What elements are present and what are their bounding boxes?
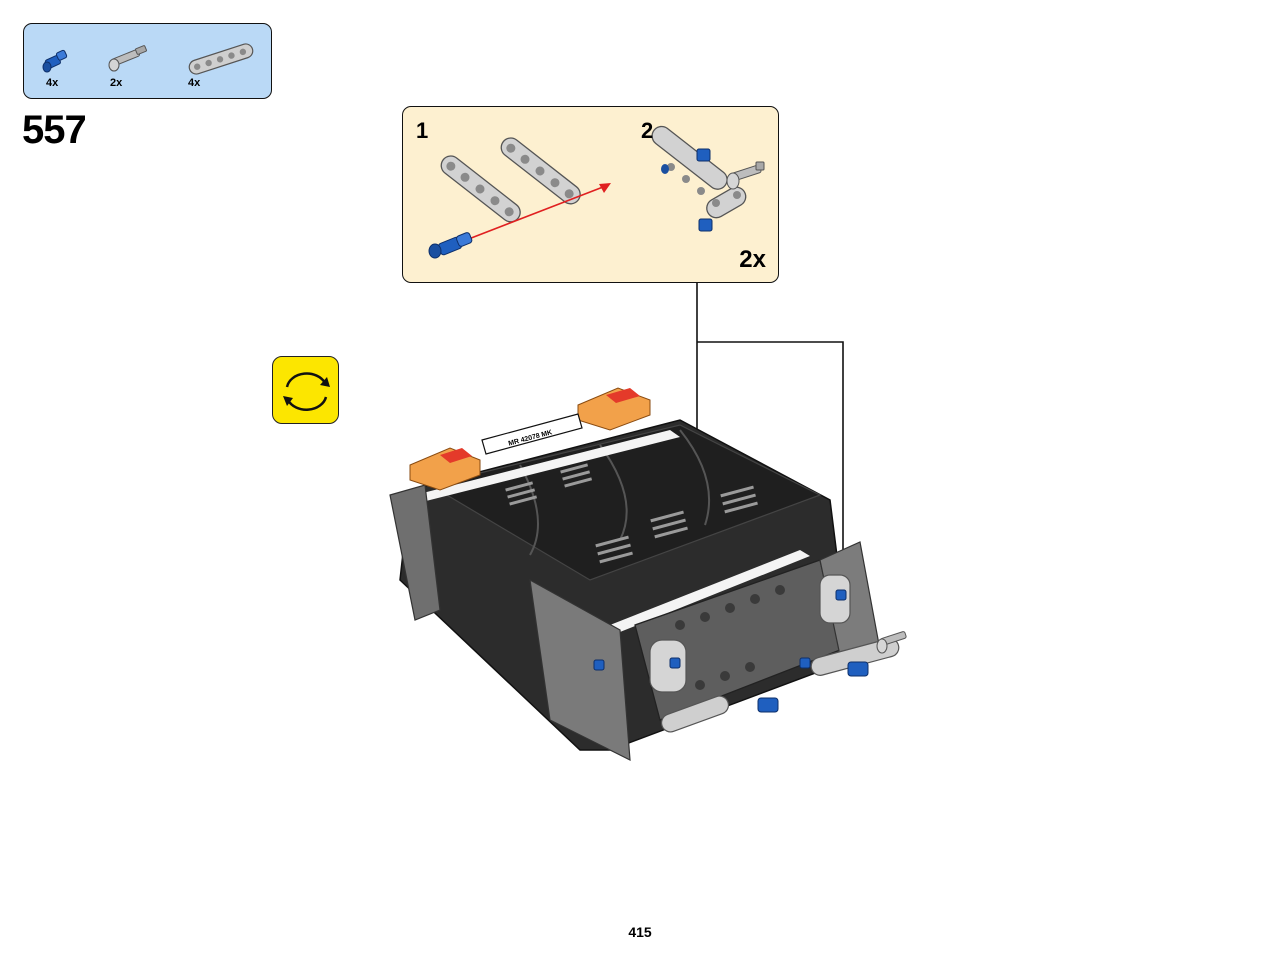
subassembly-callout: 1 2 2x xyxy=(402,106,779,283)
beam-icon xyxy=(500,137,581,205)
assembled-beam-icon xyxy=(651,125,765,232)
part-qty: 4x xyxy=(188,77,201,89)
part-qty: 2x xyxy=(110,77,123,89)
beam-icon xyxy=(440,155,521,223)
gray-beam-icon xyxy=(188,43,254,75)
part-qty: 4x xyxy=(46,77,59,89)
parts-illustration xyxy=(42,43,254,75)
vehicle-module-illustration: MR 42078 MK xyxy=(389,387,907,762)
parts-list: 4x 2x 4x xyxy=(23,23,272,99)
page-number: 415 xyxy=(628,924,652,940)
orange-light-icon xyxy=(577,387,651,431)
blue-axle-pin-icon xyxy=(428,232,473,259)
step-number: 557 xyxy=(22,108,87,152)
substep-number: 1 xyxy=(416,118,429,143)
rotate-model-icon xyxy=(283,372,330,411)
substep-number: 2 xyxy=(641,118,654,143)
subassembly-illustration xyxy=(428,125,765,259)
subassembly-multiplier: 2x xyxy=(739,246,766,273)
model-illustration: MR 42078 MK xyxy=(380,280,920,785)
blue-axle-pin-icon xyxy=(42,49,68,73)
gray-axle-pin-icon xyxy=(108,45,147,72)
orange-light-icon xyxy=(409,447,481,491)
rotate-model-indicator xyxy=(272,356,339,424)
insertion-arrow-icon xyxy=(447,183,611,248)
